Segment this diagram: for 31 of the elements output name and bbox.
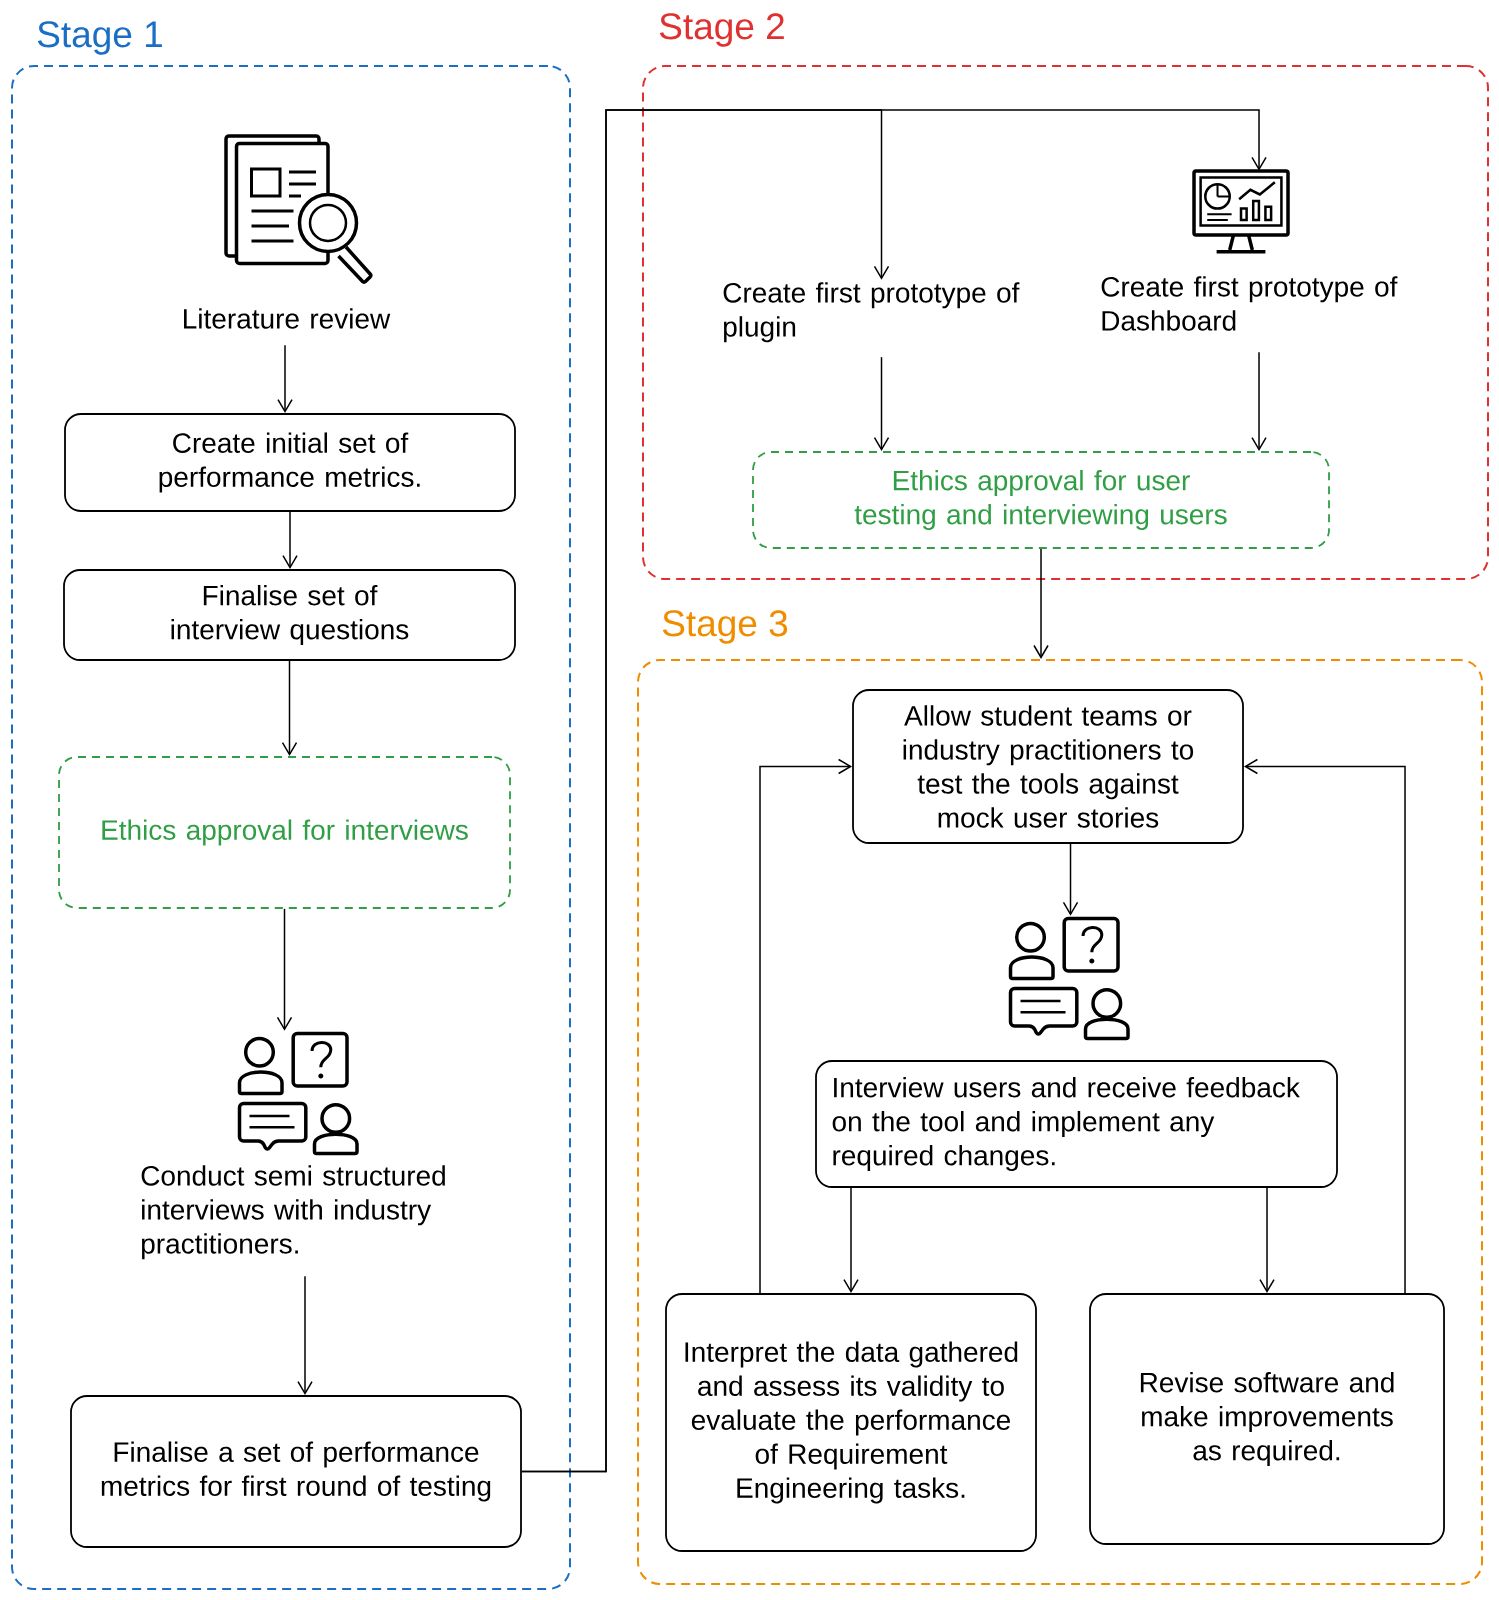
people-chat-icon xyxy=(1008,916,1130,1041)
arrow xyxy=(276,908,293,1031)
step-label: Create first prototype of Dashboard xyxy=(1101,276,1398,331)
arrow xyxy=(1251,351,1267,452)
stage-title: Stage 1 xyxy=(37,21,162,55)
arrow xyxy=(521,109,1267,1473)
stage-title: Stage 2 xyxy=(659,13,784,47)
process-box: Interpret the data gathered and assess its validity to evaluate the performance of Requirement Engineering tasks. xyxy=(665,1293,1037,1552)
arrow xyxy=(1243,758,1406,1294)
process-box: Allow student teams or industry practitioners to test the tools against mock user stories xyxy=(852,689,1244,844)
step-label: Conduct semi structured interviews with industry practitioners. xyxy=(141,1165,445,1260)
approval-box: Ethics approval for interviews xyxy=(58,756,511,909)
step-label: Create first prototype of plugin xyxy=(723,282,1020,343)
process-box: Finalise a set of performance metrics for first round of testing xyxy=(70,1395,522,1548)
arrow xyxy=(281,660,298,757)
process-box: Interview users and receive feedback on the tool and implement any required changes. xyxy=(815,1060,1338,1188)
stage-title: Stage 3 xyxy=(662,610,788,644)
approval-box: Ethics approval for user testing and interviewing users xyxy=(752,451,1330,549)
arrow xyxy=(297,1275,313,1396)
arrow xyxy=(843,1187,859,1294)
process-box: Revise software and make improvements as required. xyxy=(1089,1293,1445,1545)
arrow xyxy=(873,356,890,452)
process-box: Create initial set of performance metrics. xyxy=(64,413,516,512)
arrow xyxy=(1033,548,1049,659)
arrow xyxy=(277,344,293,414)
arrow xyxy=(282,511,298,570)
step-label: Literature review xyxy=(184,308,391,329)
arrow xyxy=(759,758,853,1294)
arrow xyxy=(1259,1187,1275,1294)
process-box: Finalise set of interview questions xyxy=(63,569,516,661)
arrow xyxy=(1062,843,1079,916)
